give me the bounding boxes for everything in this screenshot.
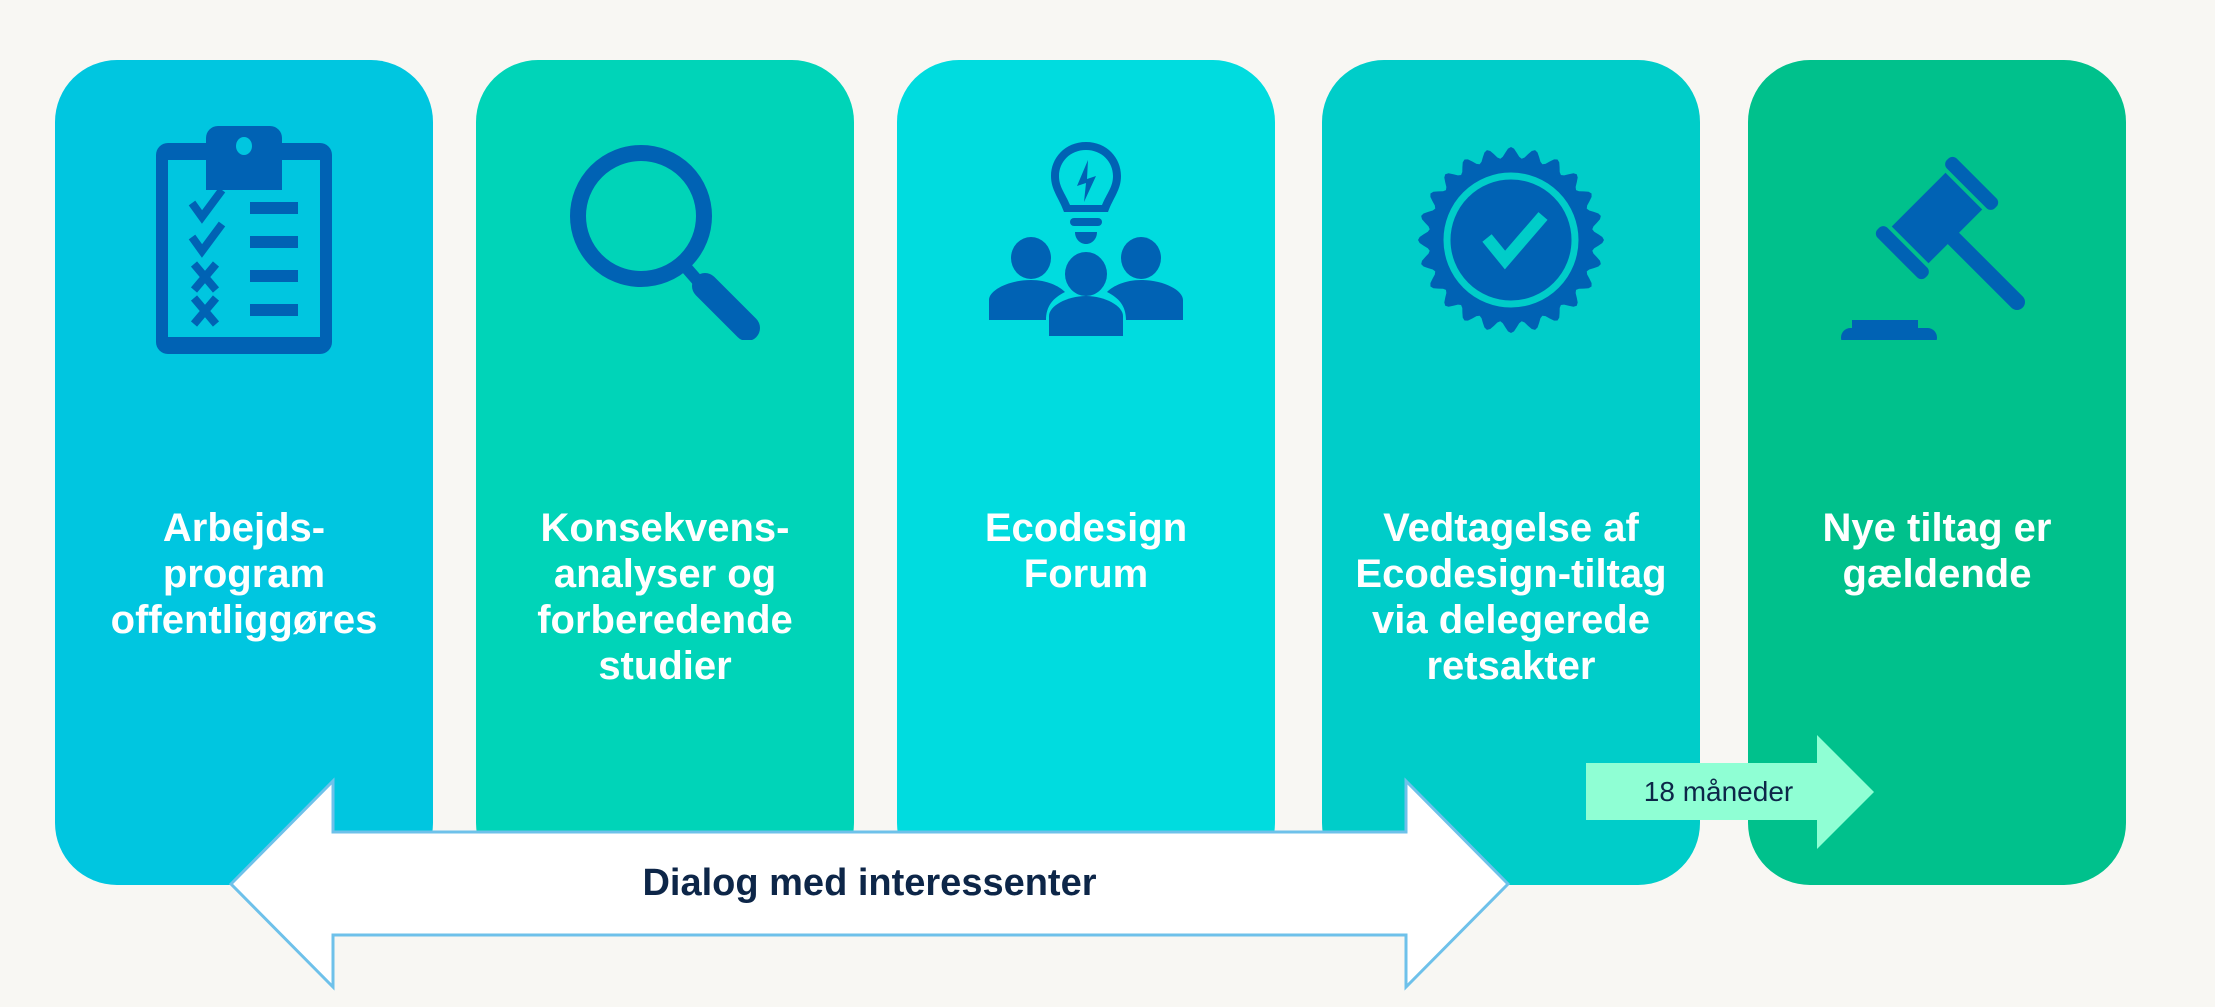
title-line: via delegerede	[1372, 598, 1650, 642]
step-title: Vedtagelse af Ecodesign-tiltag via deleg…	[1332, 505, 1690, 689]
step-card-impact-assessment: Konsekvens- analyser og forberedende stu…	[476, 60, 854, 885]
step-title: Nye tiltag er gældende	[1758, 505, 2116, 597]
title-line: forberedende	[537, 598, 793, 642]
clipboard-checklist-icon	[55, 120, 433, 360]
title-line: Konsekvens-	[540, 506, 790, 550]
title-line: program	[162, 552, 326, 596]
title-line: Ecodesign	[984, 506, 1188, 550]
gavel-icon	[1748, 120, 2126, 360]
title-line: offentliggøres	[110, 598, 378, 642]
step-title: Ecodesign Forum	[907, 505, 1265, 597]
approval-badge-icon	[1322, 120, 1700, 360]
title-line: Vedtagelse af	[1383, 506, 1639, 550]
title-line: Forum	[1023, 552, 1149, 596]
months-label: 18 måneder	[1643, 776, 1794, 807]
title-line: Ecodesign-tiltag	[1355, 552, 1667, 596]
title-line: analyser og	[553, 552, 777, 596]
title-line: studier	[598, 644, 732, 688]
step-card-ecodesign-forum: Ecodesign Forum	[897, 60, 1275, 885]
title-line: Nye tiltag er	[1822, 506, 2052, 550]
people-lightbulb-icon	[897, 120, 1275, 360]
title-line: retsakter	[1426, 644, 1596, 688]
step-card-adoption: Vedtagelse af Ecodesign-tiltag via deleg…	[1322, 60, 1700, 885]
step-card-work-programme: Arbejds- program offentliggøres	[55, 60, 433, 885]
magnifying-glass-icon	[476, 120, 854, 360]
step-title: Konsekvens- analyser og forberedende stu…	[486, 505, 844, 689]
step-title: Arbejds- program offentliggøres	[65, 505, 423, 643]
step-card-in-force: Nye tiltag er gældende	[1748, 60, 2126, 885]
dialog-label: Dialog med interessenter	[642, 862, 1097, 904]
title-line: Arbejds-	[162, 506, 326, 550]
title-line: gældende	[1842, 552, 2032, 596]
